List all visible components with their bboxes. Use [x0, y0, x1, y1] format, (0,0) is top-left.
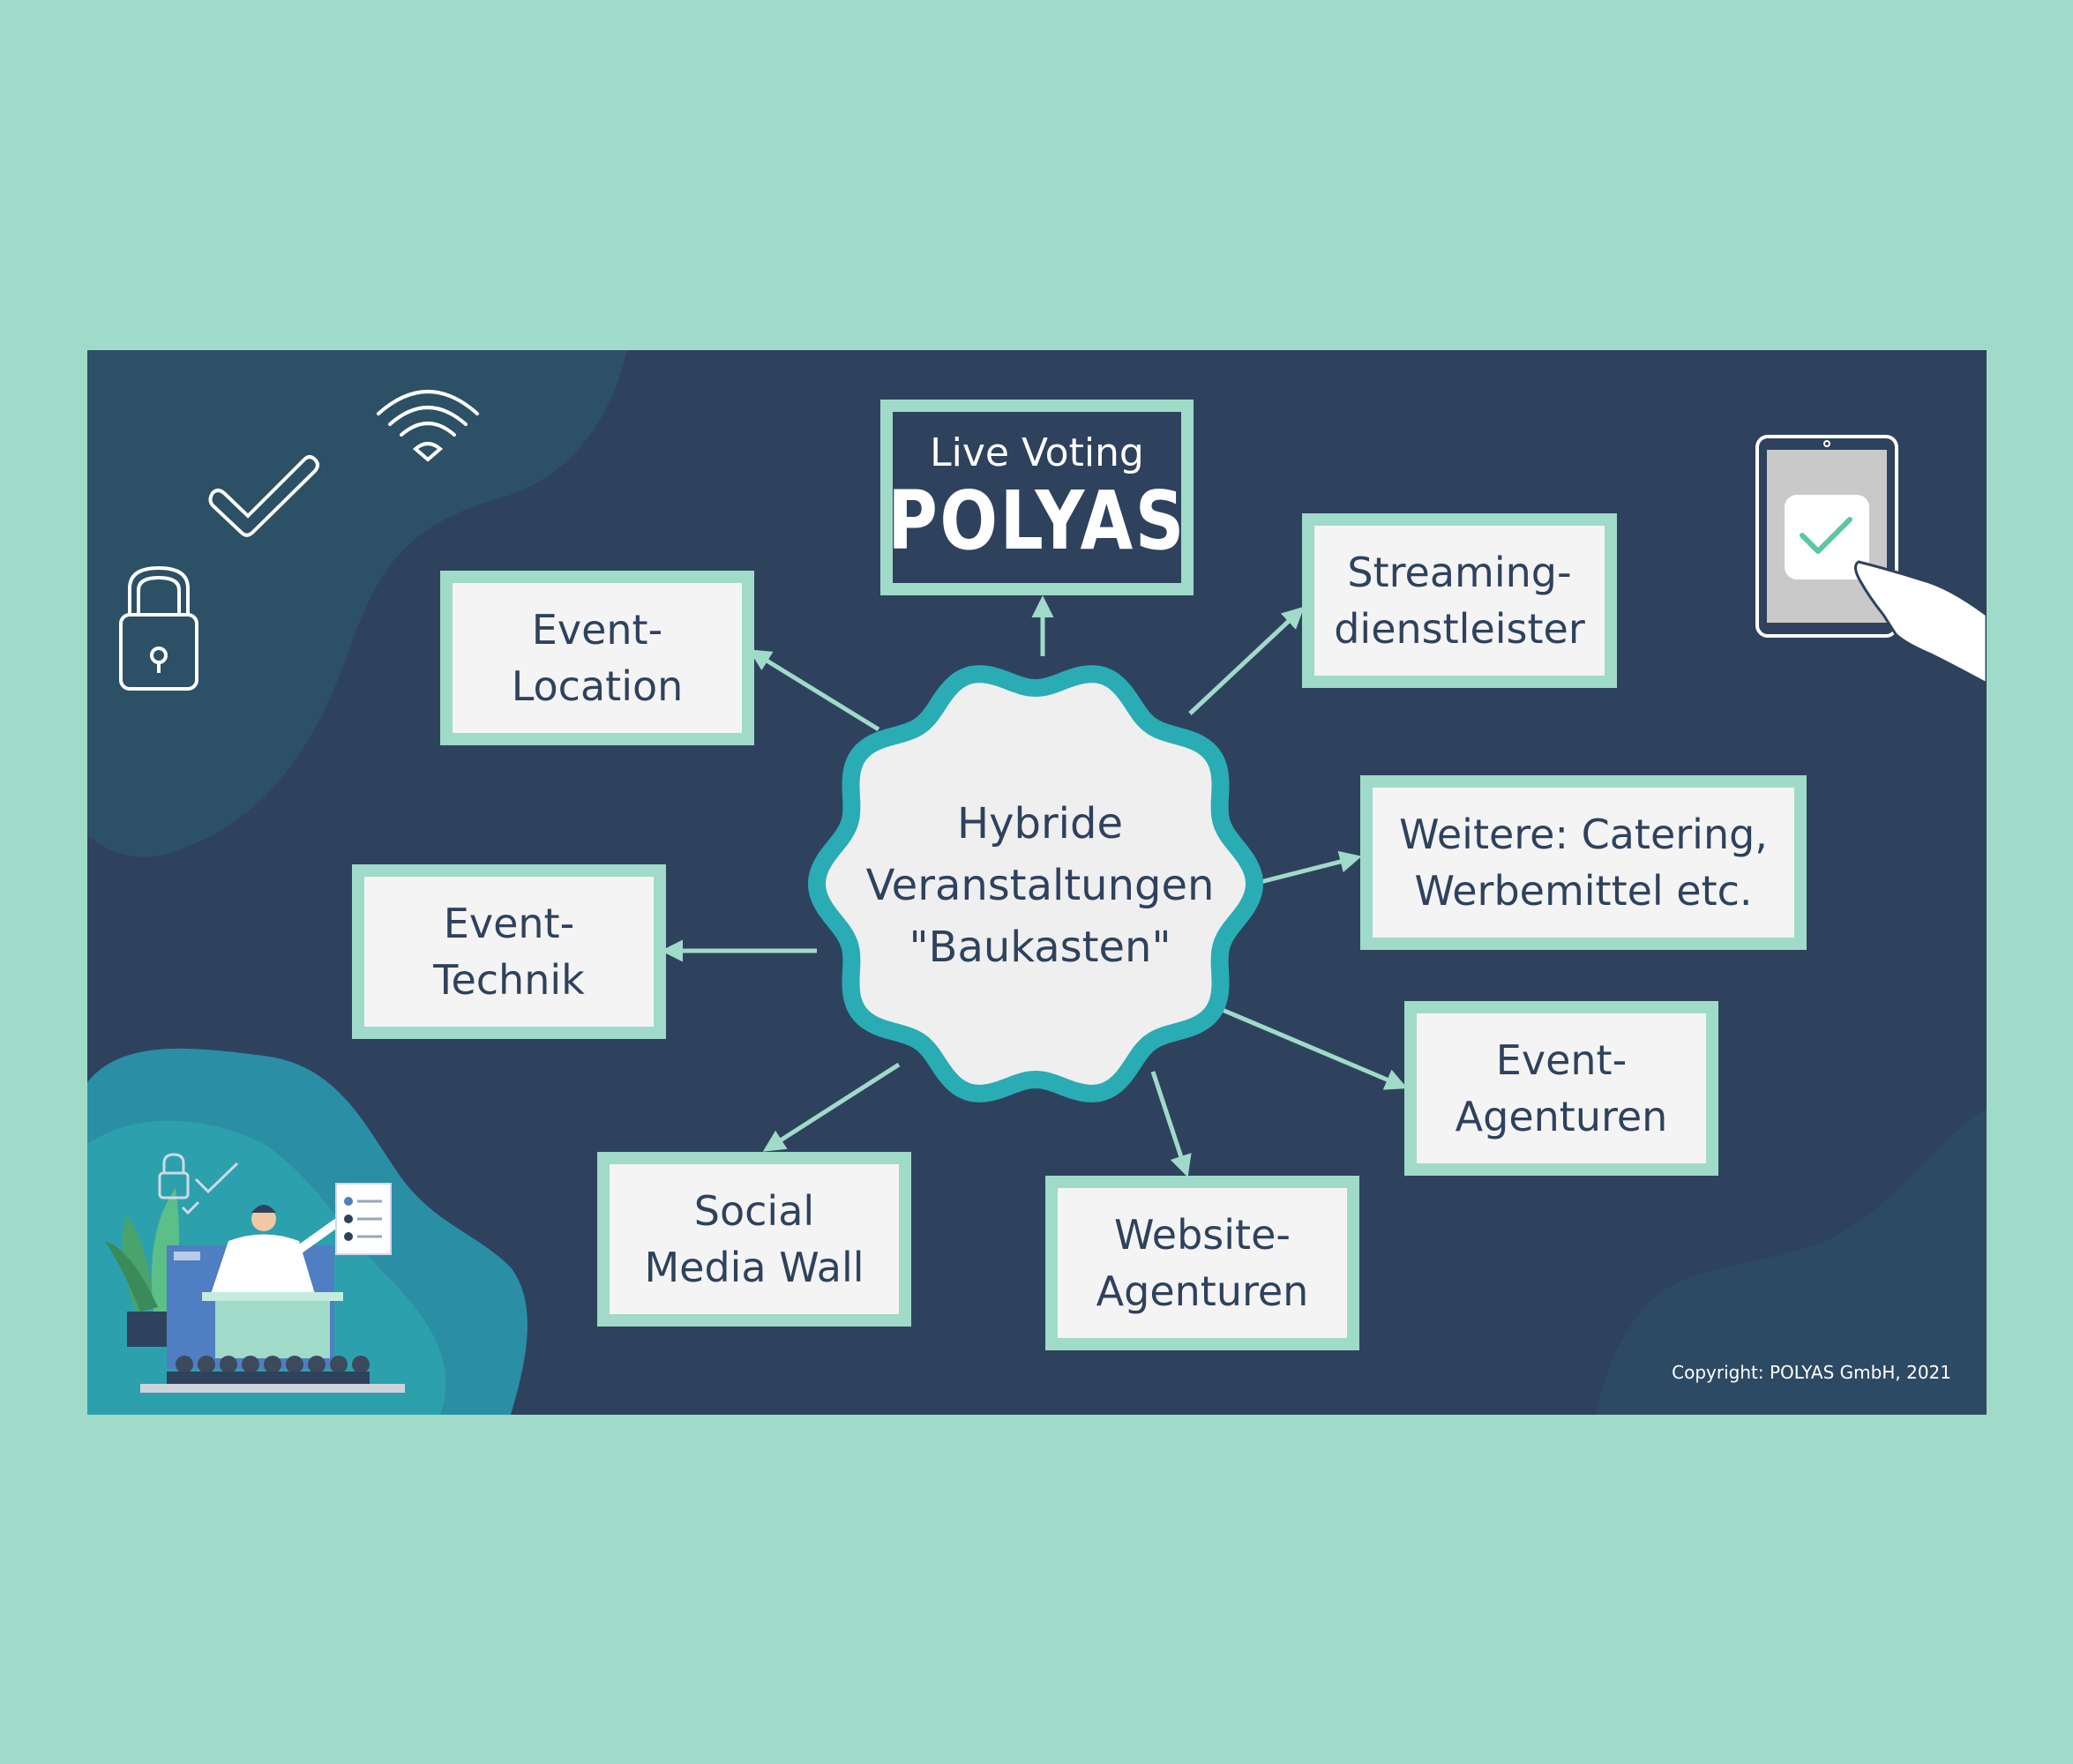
copyright-text: Copyright: POLYAS GmbH, 2021 [1672, 1362, 1951, 1383]
live-voting-label: Live Voting [930, 430, 1144, 475]
tablet-check-icon [1755, 435, 1987, 685]
node-technik-line-1: Event- [443, 900, 575, 947]
hub-label: Hybride Veranstaltungen "Baukasten" [864, 789, 1216, 983]
node-social-line-2: Media Wall [644, 1244, 864, 1291]
node-streaming-line-1: Streaming- [1347, 549, 1572, 596]
node-social-media-wall: Social Media Wall [597, 1152, 911, 1327]
node-event-location: Event- Location [440, 571, 754, 745]
diagram-graphics [87, 350, 1987, 1415]
arrow-to-agenturen [1211, 1003, 1408, 1090]
hub-line-2: Veranstaltungen [865, 861, 1215, 910]
arrow-to-streaming [1188, 606, 1305, 715]
background-blob-bottom-right [1596, 1109, 1987, 1415]
hub-badge [807, 665, 1264, 1102]
node-technik-line-2: Technik [433, 956, 585, 1004]
hub-line-3: "Baukasten" [909, 923, 1171, 972]
arrow-to-weitere [1253, 850, 1362, 886]
node-website-line-2: Agenturen [1096, 1267, 1309, 1315]
arrow-to-website [1150, 1071, 1192, 1177]
checkmark-icon [208, 455, 319, 537]
node-weitere: Weitere: Catering, Werbemittel etc. [1360, 775, 1807, 950]
node-weitere-line-2: Werbemittel etc. [1414, 867, 1753, 915]
polyas-logo: POLYAS [887, 474, 1186, 568]
arrow-to-location [748, 649, 880, 732]
node-streaming-line-2: dienstleister [1334, 605, 1585, 653]
node-location-line-1: Event- [531, 606, 663, 654]
node-weitere-line-1: Weitere: Catering, [1399, 811, 1768, 858]
hub-line-1: Hybride [956, 799, 1124, 848]
live-voting-polyas-box: Live Voting POLYAS [880, 400, 1194, 595]
diagram-panel: Live Voting POLYAS Hybride Veranstaltung… [87, 350, 1987, 1415]
node-agenturen-line-2: Agenturen [1455, 1093, 1668, 1140]
node-streaming: Streaming- dienstleister [1302, 513, 1617, 688]
wifi-icon [377, 390, 479, 462]
background-blob-top-left [87, 350, 627, 857]
node-event-agenturen: Event- Agenturen [1404, 1001, 1718, 1176]
node-social-line-1: Social [693, 1187, 815, 1235]
presenter-illustration [105, 1153, 405, 1393]
padlock-icon [119, 565, 198, 691]
node-website-line-1: Website- [1114, 1211, 1291, 1259]
node-event-technik: Event- Technik [352, 864, 666, 1039]
node-agenturen-line-1: Event- [1495, 1036, 1628, 1084]
node-website-agenturen: Website- Agenturen [1045, 1176, 1359, 1350]
node-location-line-2: Location [511, 662, 684, 710]
arrow-to-social [762, 1062, 901, 1152]
